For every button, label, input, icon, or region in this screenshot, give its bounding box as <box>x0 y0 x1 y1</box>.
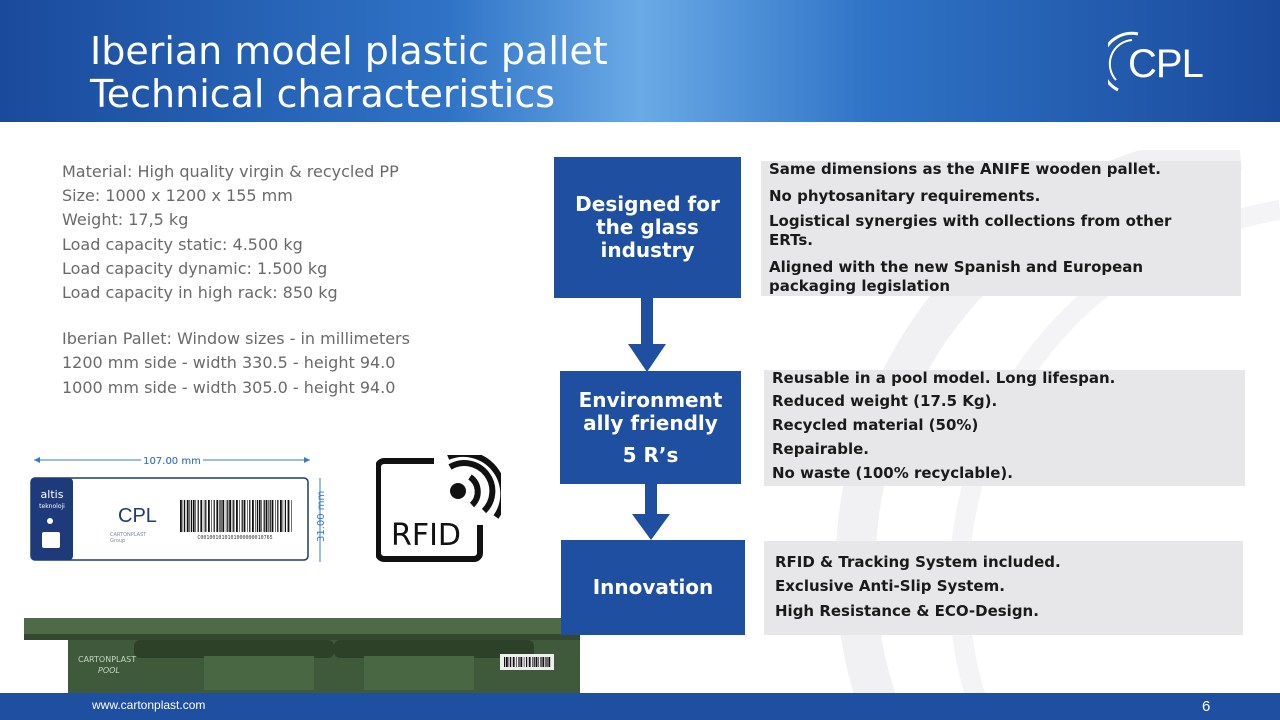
spec-line: Load capacity static: 4.500 kg <box>62 234 303 254</box>
points-panel-innovation: RFID & Tracking System included. Exclusi… <box>764 541 1243 635</box>
barcode-number: C001001010101000000010765 <box>197 535 272 541</box>
svg-text:Group: Group <box>110 538 125 544</box>
section-heading: Environment ally friendly <box>578 387 723 435</box>
pallet-image: CARTONPLAST POOL <box>24 618 580 694</box>
pallet-barcode <box>504 657 551 667</box>
spec-line: Material: High quality virgin & recycled… <box>62 162 399 181</box>
svg-text:107.00 mm: 107.00 mm <box>143 456 201 467</box>
spec-line: Weight: 17,5 kg <box>62 210 189 230</box>
svg-text:CARTONPLAST: CARTONPLAST <box>110 532 147 538</box>
point-text: Logistical synergies with collections fr… <box>769 212 1172 249</box>
window-line: 1000 mm side - width 305.0 - height 94.0 <box>62 377 396 397</box>
spec-line: Load capacity in high rack: 850 kg <box>62 283 338 303</box>
altis-brand: altis <box>41 488 64 501</box>
barcode <box>180 500 292 532</box>
point-text: Reusable in a pool model. Long lifespan. <box>772 369 1116 387</box>
point-text: Same dimensions as the ANIFE wooden pall… <box>769 160 1161 178</box>
title-line-2: Technical characteristics <box>90 72 556 116</box>
footer-bar <box>0 693 1280 720</box>
point-text: Recycled material (50%) <box>772 416 979 434</box>
points-panel-environment: Reusable in a pool model. Long lifespan.… <box>764 369 1245 486</box>
cpl-logo: CPL <box>1100 30 1218 94</box>
section-subheading: 5 R’s <box>622 442 679 467</box>
window-line: Iberian Pallet: Window sizes - in millim… <box>62 329 410 349</box>
tag-cpl-logo: CPL <box>118 505 157 527</box>
spec-line: Size: 1000 x 1200 x 155 mm <box>62 186 293 206</box>
section-box-glass: Designed for the glass industry <box>554 157 741 298</box>
point-text: Aligned with the new Spanish and Europea… <box>769 258 1144 295</box>
arrow-down-icon <box>628 298 666 372</box>
slide-title: Iberian model plastic pallet Technical c… <box>90 30 608 116</box>
rfid-tag-label: 107.00 mm 107.00 mm 31.00 mm altis tekno… <box>30 453 327 562</box>
points-panel-glass: Same dimensions as the ANIFE wooden pall… <box>761 160 1241 296</box>
height-dimension: 31.00 mm <box>316 491 327 542</box>
svg-text:POOL: POOL <box>98 666 120 675</box>
section-box-environment: Environment ally friendly 5 R’s <box>560 371 741 484</box>
spec-line: Load capacity dynamic: 1.500 kg <box>62 258 328 278</box>
arrow-down-icon <box>632 484 670 540</box>
specs-block: Material: High quality virgin & recycled… <box>62 160 410 400</box>
rfid-small-icon <box>42 532 60 548</box>
title-line-1: Iberian model plastic pallet <box>90 29 608 73</box>
logo-text: CPL <box>1128 42 1204 86</box>
svg-text:teknoloji: teknoloji <box>39 503 65 510</box>
point-text: Exclusive Anti-Slip System. <box>775 577 1005 595</box>
point-text: High Resistance & ECO-Design. <box>775 602 1039 620</box>
section-heading: Innovation <box>592 575 714 599</box>
footer-url[interactable]: www.cartonplast.com <box>92 698 206 712</box>
page-number: 6 <box>1202 698 1211 715</box>
width-dimension: 107.00 mm <box>143 456 201 467</box>
point-text: No phytosanitary requirements. <box>769 187 1041 205</box>
rfid-icon: RFID <box>376 455 501 562</box>
point-text: No waste (100% recyclable). <box>772 464 1013 482</box>
rfid-text: RFID <box>391 518 461 553</box>
section-heading: Designed for the glass industry <box>575 192 720 262</box>
point-text: Reduced weight (17.5 Kg). <box>772 392 998 410</box>
point-text: RFID & Tracking System included. <box>775 553 1061 571</box>
header-banner <box>0 0 1280 122</box>
pallet-brand: CARTONPLAST <box>78 655 136 664</box>
window-line: 1200 mm side - width 330.5 - height 94.0 <box>62 353 396 373</box>
section-box-innovation: Innovation <box>561 540 745 635</box>
point-text: Repairable. <box>772 440 869 458</box>
